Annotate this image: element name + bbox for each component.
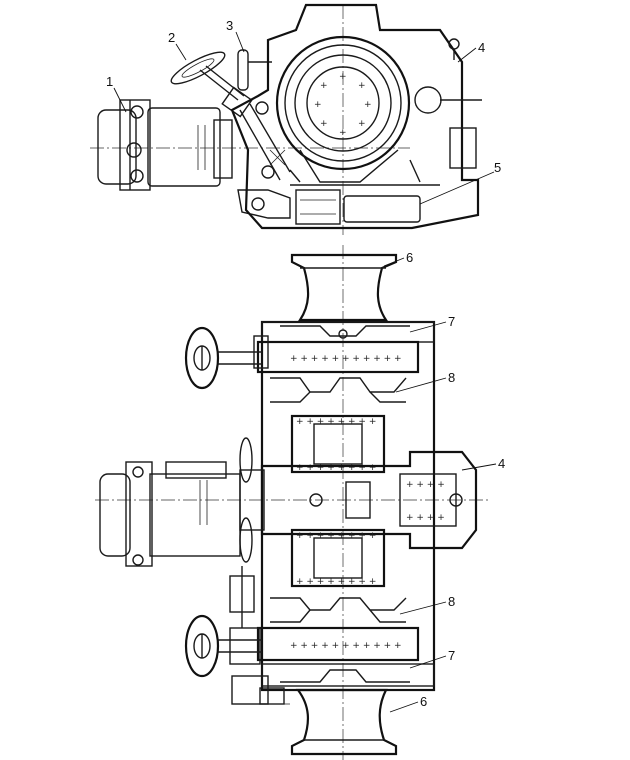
svg-text:+ + + +: + + + + bbox=[406, 513, 445, 523]
callout-5: 5 bbox=[494, 160, 501, 175]
lower-brake-drum bbox=[261, 663, 435, 687]
elevation-view: + + + + + + + + bbox=[90, 3, 482, 235]
gearbox-body: + + + + + + + + bbox=[260, 450, 478, 550]
svg-text:+: + bbox=[339, 72, 347, 82]
handwheel-linkage bbox=[170, 49, 291, 219]
svg-text:+ + + + + + + +: + + + + + + + + bbox=[296, 577, 376, 587]
plan-view: + + + + + + + + + + + + + + + + + + + + … bbox=[95, 245, 490, 760]
plan-electric-motor bbox=[99, 437, 265, 567]
callout-4-top: 4 bbox=[478, 40, 485, 55]
callout-7-top: 7 bbox=[448, 314, 455, 329]
callout-8-top: 8 bbox=[448, 370, 455, 385]
svg-text:+: + bbox=[358, 81, 366, 91]
svg-text:+ + + +: + + + + bbox=[406, 480, 445, 490]
upper-gear-block: + + + + + + + + + + + + + + + + bbox=[290, 414, 386, 474]
svg-text:+: + bbox=[358, 119, 366, 129]
svg-text:+ + + + + + + +: + + + + + + + + bbox=[296, 463, 376, 473]
callout-3: 3 bbox=[226, 18, 233, 33]
electric-motor bbox=[97, 99, 233, 191]
upper-brake-drum bbox=[261, 321, 435, 343]
svg-text:+: + bbox=[320, 81, 328, 91]
svg-text:+: + bbox=[364, 100, 372, 110]
svg-text:+: + bbox=[339, 128, 347, 138]
gearbox-housing: + + + + + + + + bbox=[230, 3, 482, 230]
svg-text:+ + + + + + + +: + + + + + + + + bbox=[296, 531, 376, 541]
lower-cable-lifter: + + + + + + + + + + + bbox=[256, 597, 420, 662]
callout-1: 1 bbox=[106, 74, 113, 89]
upper-handwheel bbox=[184, 326, 269, 390]
warping-head-upper bbox=[290, 253, 398, 322]
warping-head-lower bbox=[290, 688, 398, 756]
callout-8-bottom: 8 bbox=[448, 594, 455, 609]
callout-2: 2 bbox=[168, 30, 175, 45]
svg-text:+ + + + + + + +: + + + + + + + + bbox=[296, 417, 376, 427]
svg-text:+: + bbox=[314, 100, 322, 110]
main-frame bbox=[260, 320, 436, 692]
callout-6-top: 6 bbox=[406, 250, 413, 265]
svg-text:+ + + + + + + + + +: + + + + + + + + + + + bbox=[290, 641, 402, 651]
callout-7-bottom: 7 bbox=[448, 648, 455, 663]
lower-handwheel bbox=[184, 566, 290, 705]
callouts: 1 2 3 4 5 6 7 8 4 8 7 6 bbox=[106, 18, 505, 713]
callout-4-bottom: 4 bbox=[498, 456, 505, 471]
lower-gear-block: + + + + + + + + + + + + + + + + bbox=[290, 528, 386, 588]
callout-6-bottom: 6 bbox=[420, 694, 427, 709]
upper-cable-lifter: + + + + + + + + + + + bbox=[256, 340, 420, 403]
svg-text:+: + bbox=[320, 119, 328, 129]
svg-text:+ + + + + + + + + +: + + + + + + + + + + + bbox=[290, 354, 402, 364]
